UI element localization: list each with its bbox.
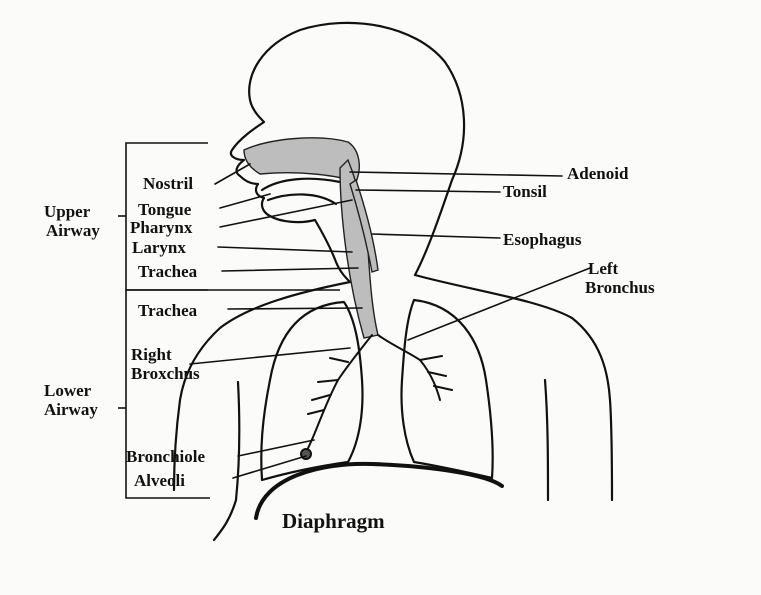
diaphragm-label: Diaphragm [282, 510, 385, 532]
left-bronchus-label: Left Bronchus [588, 259, 655, 297]
trachea-lower-leader [228, 308, 362, 309]
right-bronchus-leader [190, 348, 350, 364]
upper-airway-label: Upper Airway [44, 202, 100, 240]
right-arm-line [545, 380, 548, 500]
left-bronchus-line1: Left [588, 259, 655, 278]
right-bronchus-line2: Broxchus [131, 364, 200, 383]
bronchiole-label: Bronchiole [126, 447, 205, 466]
left-bronchiole-twigs [420, 356, 452, 390]
esophagus-label: Esophagus [503, 230, 581, 249]
trachea-upper-leader [222, 268, 358, 271]
adenoid-label: Adenoid [567, 164, 628, 183]
pharynx-label: Pharynx [130, 218, 192, 237]
trachea-upper-label: Trachea [138, 262, 197, 281]
upper-airway-line2: Airway [46, 221, 100, 240]
larynx-label: Larynx [132, 238, 186, 257]
tongue-shape [268, 194, 336, 204]
tonsil-label: Tonsil [503, 182, 547, 201]
tongue-label: Tongue [138, 200, 191, 219]
right-bronchus-label: Right Broxchus [131, 345, 200, 383]
lower-airway-line1: Lower [44, 381, 98, 400]
lower-airway-bracket [126, 290, 210, 498]
right-bronchiole-twigs [308, 358, 348, 414]
right-bronchus-line1: Right [131, 345, 200, 364]
left-bronchus-branch [378, 335, 440, 400]
nostril-label: Nostril [143, 174, 193, 193]
lower-airway-label: Lower Airway [44, 381, 98, 419]
left-bronchus-line2: Bronchus [585, 278, 655, 297]
upper-airway-line1: Upper [44, 202, 100, 221]
left-bronchus-leader [408, 268, 590, 340]
trachea-lower-label: Trachea [138, 301, 197, 320]
lower-airway-line2: Airway [44, 400, 98, 419]
pharynx-leader [220, 200, 352, 227]
esophagus-leader [372, 234, 500, 238]
alveoli-label: Alveoli [134, 471, 185, 490]
left-arm-line [214, 382, 239, 540]
tonsil-leader [356, 190, 500, 192]
